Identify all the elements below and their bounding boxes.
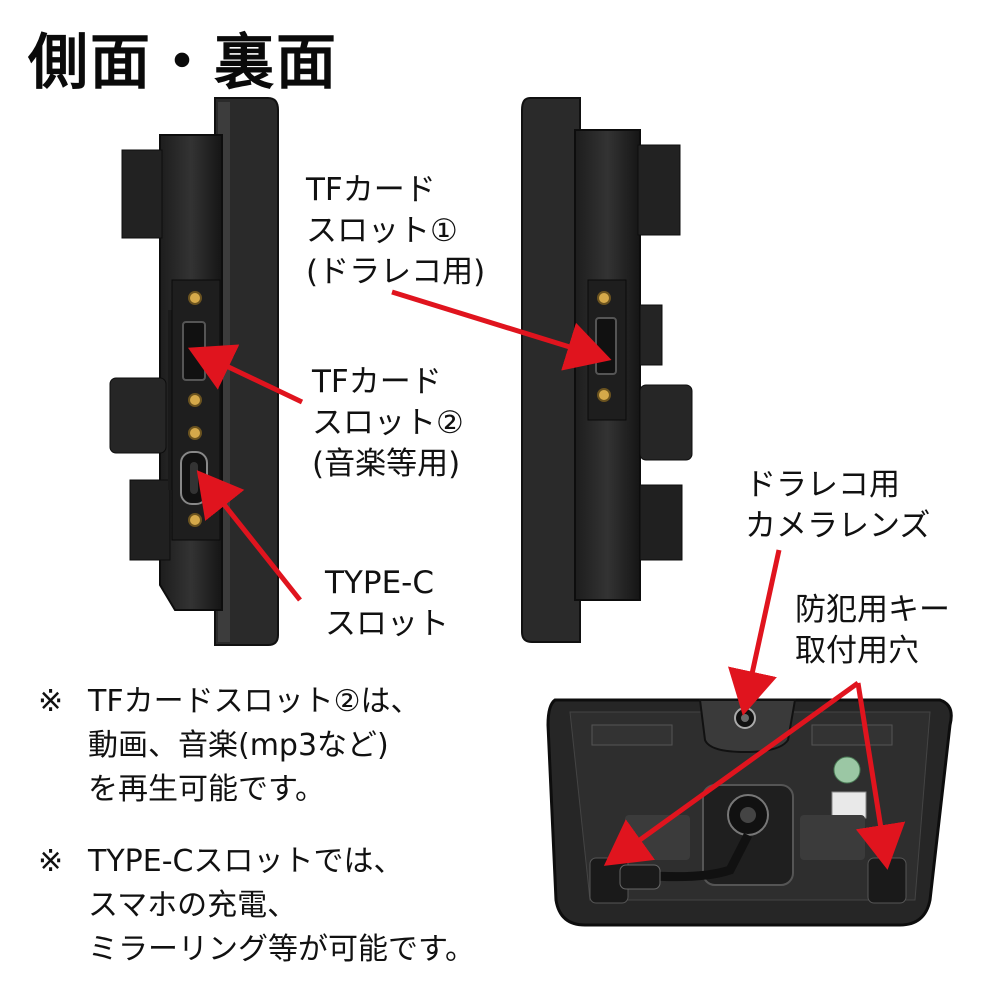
side-view-right <box>521 97 693 643</box>
note-line: 動画、音楽(mp3など) <box>88 728 389 763</box>
note-line: TFカードスロット②は、 <box>88 684 421 719</box>
note-tf-slot2: ※ TFカードスロット②は、 動画、音楽(mp3など) を再生可能です。 <box>38 680 420 812</box>
label-type-c-line1: TYPE-C <box>325 565 434 601</box>
arrow-key-hole-left <box>603 680 860 866</box>
annotation-arrows <box>187 289 906 870</box>
label-tf-slot2-line3: (音楽等用) <box>312 446 461 482</box>
label-tf-slot2-line2: スロット② <box>312 405 464 441</box>
label-anti-theft-line1: 防犯用キー <box>795 592 950 628</box>
label-dashcam-lens-line2: カメラレンズ <box>745 508 931 544</box>
note-type-c: ※ TYPE-Cスロットでは、 スマホの充電、 ミラーリング等が可能です。 <box>38 840 475 972</box>
label-tf-slot2: TFカード スロット② (音楽等用) <box>312 362 464 485</box>
arrow-dashcam-lens <box>728 549 782 716</box>
note-mark: ※ <box>38 684 64 719</box>
label-tf-slot1-line3: (ドラレコ用) <box>306 254 486 290</box>
label-dashcam-lens: ドラレコ用 カメラレンズ <box>745 465 930 547</box>
label-anti-theft-line2: 取付用穴 <box>795 633 919 669</box>
note-line: ミラーリング等が可能です。 <box>88 932 475 967</box>
side-view-left <box>109 97 279 646</box>
note-line: を再生可能です。 <box>88 772 325 807</box>
back-view <box>546 698 953 927</box>
label-type-c: TYPE-C スロット <box>325 563 449 645</box>
label-tf-slot2-line1: TFカード <box>312 364 442 400</box>
arrow-tf-slot1 <box>391 289 612 371</box>
note-line: TYPE-Cスロットでは、 <box>88 844 404 879</box>
note-mark: ※ <box>38 844 64 879</box>
page-title: 側面・裏面 <box>28 28 338 98</box>
arrow-type-c <box>196 470 302 602</box>
label-tf-slot1-line1: TFカード <box>306 172 436 208</box>
label-tf-slot1: TFカード スロット① (ドラレコ用) <box>306 170 485 293</box>
label-dashcam-lens-line1: ドラレコ用 <box>745 467 900 503</box>
arrow-key-hole-right <box>855 682 906 870</box>
label-anti-theft: 防犯用キー 取付用穴 <box>795 590 950 672</box>
label-type-c-line2: スロット <box>325 606 449 642</box>
label-tf-slot1-line2: スロット① <box>306 213 458 249</box>
arrow-tf-slot2 <box>187 344 304 405</box>
note-line: スマホの充電、 <box>88 888 298 923</box>
